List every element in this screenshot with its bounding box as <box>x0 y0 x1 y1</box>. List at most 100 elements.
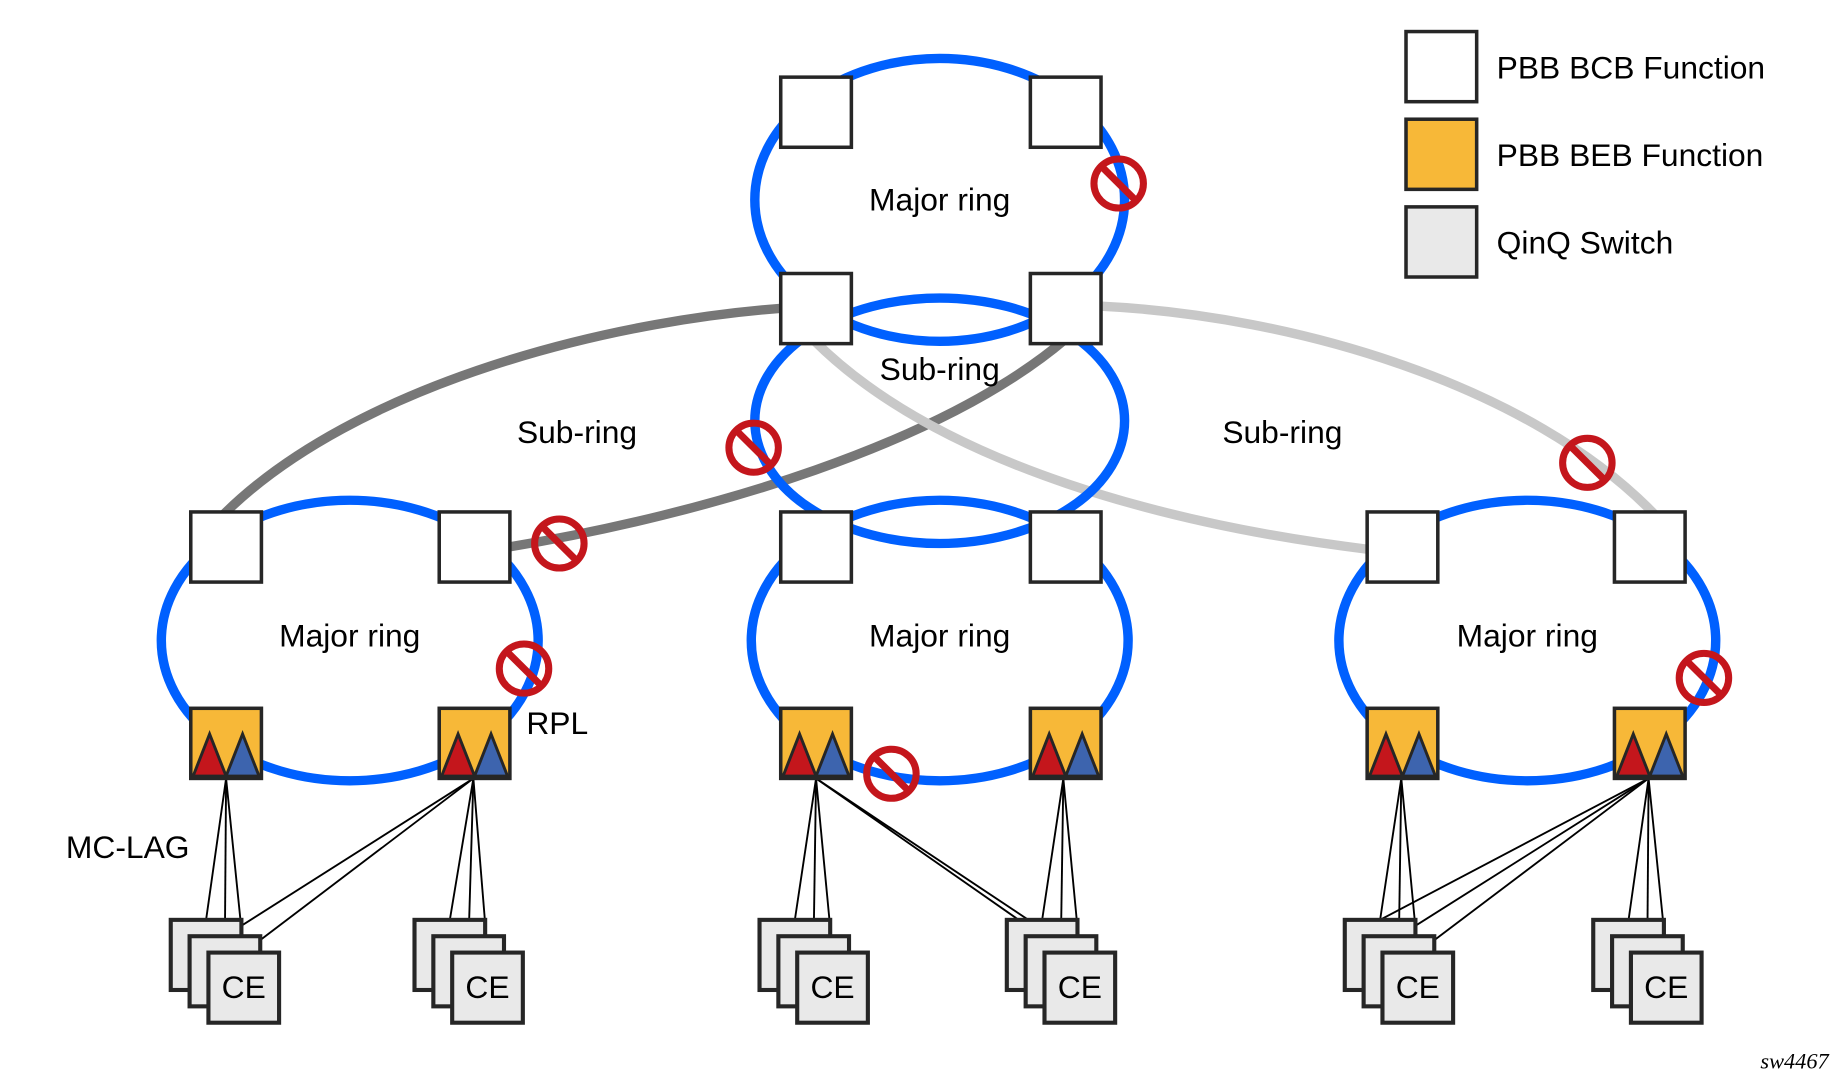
blocked-port-icon <box>1559 434 1616 491</box>
ce-stack: CE <box>1342 917 1456 1025</box>
mc-lag-link-l2-0 <box>448 778 475 921</box>
middle-major-ring <box>746 495 1133 786</box>
nodes <box>188 75 1687 781</box>
blocked-port-icon <box>1090 155 1147 212</box>
legend-label-bcb: PBB BCB Function <box>1497 49 1765 85</box>
qinq-switch[interactable] <box>450 950 525 1025</box>
right-sub-ring-link-inner <box>811 337 1369 554</box>
left-sub-ring-label: Sub-ring <box>517 414 637 450</box>
mc-lag-cross-link <box>224 777 474 938</box>
bcb-node-top-left[interactable] <box>778 75 854 150</box>
bcb-node-middle-1[interactable] <box>778 510 854 584</box>
qinq-switch[interactable] <box>1628 950 1704 1025</box>
ce-groups: CE CE CE CE CE CE <box>168 917 1704 1025</box>
mc-lag-link-m2-0 <box>1041 778 1065 920</box>
right-sub-ring-label: Sub-ring <box>1222 414 1342 450</box>
mc-lag-link-m1-0 <box>793 778 817 920</box>
blue-triangle-icon <box>813 729 852 778</box>
beb-node-middle-1[interactable] <box>778 706 854 781</box>
mc-lag-link-m2-1 <box>1060 778 1065 937</box>
beb-node-right-1[interactable] <box>1365 706 1440 781</box>
mc-lag-label: MC-LAG <box>66 829 190 865</box>
rpl-label: RPL <box>526 705 588 741</box>
ce-label: CE <box>1058 969 1102 1005</box>
mc-lag-link-r1-0 <box>1379 778 1403 920</box>
left-major-ring <box>156 495 543 786</box>
ce-label: CE <box>222 969 266 1005</box>
legend: PBB BCB Function PBB BEB Function QinQ S… <box>1404 29 1765 279</box>
red-triangle-icon <box>190 729 229 778</box>
figure-id: sw4467 <box>1760 1048 1829 1073</box>
beb-node-left-2[interactable] <box>437 706 512 781</box>
ce-stack: CE <box>1591 917 1704 1025</box>
ce-stack: CE <box>1004 917 1118 1025</box>
blue-triangle-icon <box>1063 729 1101 778</box>
ce-label: CE <box>1644 969 1688 1005</box>
beb-node-middle-2[interactable] <box>1028 706 1103 781</box>
bcb-node-top-bottom-left[interactable] <box>778 271 854 346</box>
beb-node-left-1[interactable] <box>188 706 264 781</box>
mc-lag-link-l2-1 <box>467 778 475 937</box>
ce-label: CE <box>810 969 854 1005</box>
legend-label-qinq: QinQ Switch <box>1497 225 1674 261</box>
ce-label: CE <box>465 969 509 1005</box>
mc-lag-link-r2-0 <box>1627 778 1650 920</box>
ce-label: CE <box>1396 969 1440 1005</box>
blocked-port-icon <box>495 640 553 697</box>
top-sub-ring-label: Sub-ring <box>880 351 1000 387</box>
left-major-ring-label: Major ring <box>279 617 420 653</box>
right-major-ring <box>1334 495 1721 786</box>
mc-lag-link-l1-0 <box>205 778 228 920</box>
top-major-ring-label: Major ring <box>869 181 1010 217</box>
mc-lag-cross-link <box>1417 777 1650 954</box>
blocked-port-icon <box>863 745 920 802</box>
bcb-node-top-right[interactable] <box>1028 75 1103 150</box>
mc-lag-cross-link <box>1398 777 1650 938</box>
blocked-ports <box>495 155 1733 802</box>
mc-lag-link-m1-1 <box>812 778 817 937</box>
blue-triangle-icon <box>223 729 262 778</box>
left-sub-ring-link-inner <box>507 335 1069 552</box>
mc-lag-link-r2-1 <box>1646 778 1650 937</box>
blocked-port-icon <box>725 419 782 476</box>
blue-triangle-icon <box>472 729 510 778</box>
bcb-node-left-1[interactable] <box>188 510 264 584</box>
mc-lag-cross-link <box>243 777 474 954</box>
legend-label-beb: PBB BEB Function <box>1497 137 1764 173</box>
bcb-node-right-2[interactable] <box>1612 510 1687 584</box>
mc-lag-cross-link <box>1379 777 1650 921</box>
bcb-node-right-1[interactable] <box>1365 510 1440 584</box>
red-triangle-icon <box>1367 729 1405 778</box>
qinq-switch[interactable] <box>206 950 282 1025</box>
legend-swatch-qinq <box>1404 205 1479 279</box>
bcb-node-top-bottom-right[interactable] <box>1028 271 1103 346</box>
beb-node-right-2[interactable] <box>1612 706 1687 781</box>
qinq-switch[interactable] <box>795 950 870 1025</box>
ce-stack: CE <box>168 917 282 1025</box>
mc-lag-link-r1-1 <box>1398 778 1403 937</box>
left-sub-ring-link-outer <box>220 301 816 518</box>
sub-ring-links <box>220 301 1658 554</box>
top-major-ring <box>750 53 1130 346</box>
blocked-port-icon <box>1675 649 1733 706</box>
bcb-node-middle-2[interactable] <box>1028 510 1103 584</box>
ce-stack: CE <box>757 917 870 1025</box>
qinq-switch[interactable] <box>1042 950 1118 1025</box>
bcb-node-left-2[interactable] <box>437 510 512 584</box>
red-triangle-icon <box>1030 729 1068 778</box>
legend-swatch-bcb <box>1404 29 1479 104</box>
blue-triangle-icon <box>1400 729 1438 778</box>
blocked-port-icon <box>531 515 588 572</box>
qinq-switch[interactable] <box>1380 950 1456 1025</box>
red-triangle-icon <box>1614 729 1652 778</box>
right-sub-ring-link-outer <box>1100 301 1658 518</box>
middle-major-ring-label: Major ring <box>869 617 1010 653</box>
red-triangle-icon <box>780 729 819 778</box>
red-triangle-icon <box>439 729 477 778</box>
mc-lag-link-l1-1 <box>223 778 228 937</box>
right-major-ring-label: Major ring <box>1457 617 1598 653</box>
mc-lag-cross-link <box>815 777 1043 937</box>
ce-stack: CE <box>412 917 525 1025</box>
blue-triangle-icon <box>1647 729 1685 778</box>
